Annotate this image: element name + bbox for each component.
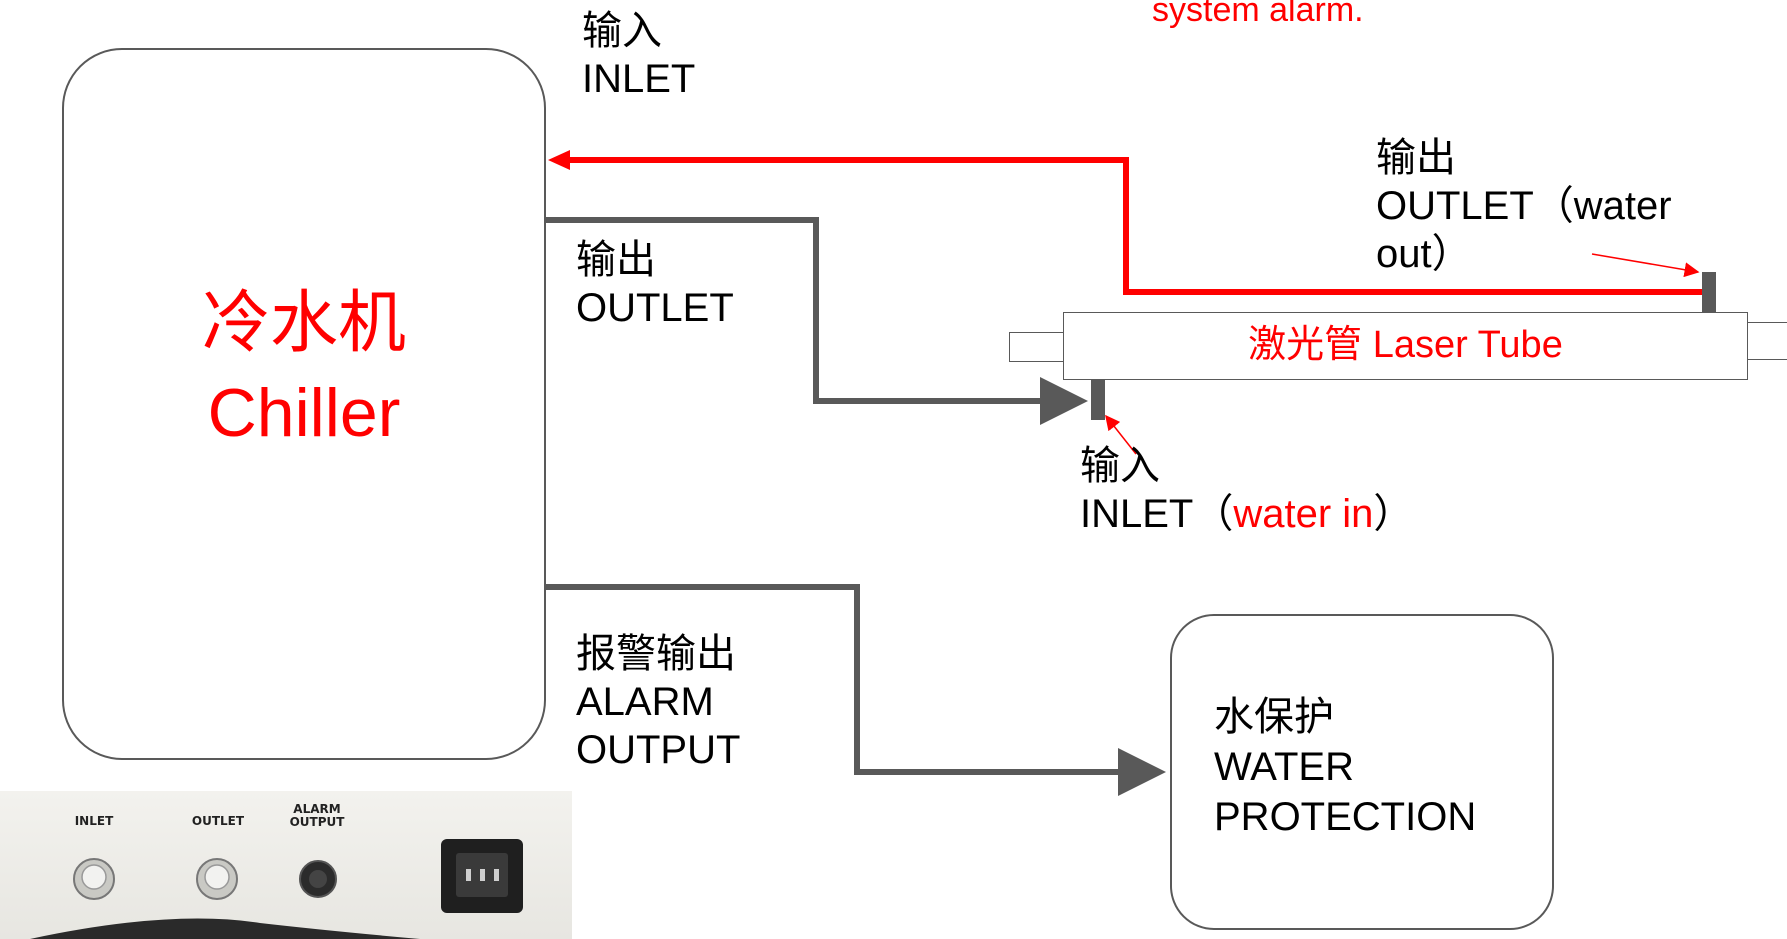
chiller-box [62, 48, 546, 760]
laser-tube-label: 激光管 Laser Tube [1248, 324, 1563, 366]
photo-label-alarm-l1: ALARM [293, 802, 341, 816]
water-protection-l2: PROTECTION [1214, 795, 1477, 839]
fan-grille [30, 918, 420, 939]
chiller-label: 冷水机 Chiller [62, 278, 546, 458]
tube-outlet-cn: 输出 [1376, 136, 1456, 180]
outlet-pointer-line [1591, 253, 1700, 278]
system-alarm-notice: system alarm. [1152, 0, 1364, 29]
power-socket-icon [441, 839, 523, 913]
alarm-connector-icon [299, 860, 337, 898]
panel-graphics [30, 839, 523, 939]
photo-label-inlet: INLET [74, 814, 114, 828]
tube-inlet-port [1091, 380, 1105, 420]
alarm-output-label: 报警输出 ALARM OUTPUT [576, 630, 740, 774]
water-protection-box [1170, 614, 1554, 930]
chiller-inlet-cn: 输入 [582, 9, 662, 53]
chiller-outlet-label: 输出 OUTLET [576, 236, 734, 332]
photo-label-alarm-l2: OUTPUT [289, 815, 345, 829]
alarm-signal-line [546, 584, 1166, 796]
alarm-output-l2: OUTPUT [576, 728, 741, 772]
water-protection-cn: 水保护 [1214, 695, 1334, 739]
alarm-output-l1: ALARM [576, 680, 714, 724]
alarm-output-cn: 报警输出 [576, 632, 736, 676]
tube-inlet-label: 输入 INLET（water in） [1080, 442, 1413, 538]
water-port-icon [196, 858, 238, 900]
laser-tube [1063, 312, 1748, 380]
tube-outlet-l1: OUTLET（water [1376, 184, 1672, 228]
tube-inlet-cn: 输入 [1080, 444, 1160, 488]
water-port-icon [73, 858, 115, 900]
tube-outlet-l2: out） [1376, 232, 1472, 276]
arrow-head-icon [548, 150, 570, 170]
return-water-line [566, 157, 1707, 295]
inlet-pointer-line [1105, 414, 1137, 455]
laser-tube-left-cap [1009, 332, 1065, 362]
photo-label-alarm: ALARM OUTPUT [282, 803, 352, 829]
water-protection-l1: WATER [1214, 745, 1354, 789]
tube-inlet-prefix: INLET（ [1080, 492, 1234, 536]
chiller-outlet-cn: 输出 [576, 238, 656, 282]
tube-inlet-highlight: water in [1233, 492, 1374, 536]
tube-inlet-suffix: ） [1373, 492, 1414, 536]
water-protection-label: 水保护 WATER PROTECTION [1214, 692, 1476, 842]
chiller-inlet-en: INLET [582, 57, 696, 101]
tube-outlet-label: 输出 OUTLET（water out） [1376, 134, 1672, 278]
tube-inlet-en: INLET（water in） [1080, 490, 1413, 538]
tube-outlet-port [1702, 272, 1716, 312]
chiller-label-cn: 冷水机 [201, 285, 406, 361]
chiller-label-en: Chiller [207, 375, 401, 451]
chiller-inlet-label: 输入 INLET [582, 7, 695, 103]
chiller-outlet-en: OUTLET [576, 286, 734, 330]
chiller-back-panel-photo: INLET OUTLET ALARM OUTPUT [0, 791, 572, 939]
supply-water-line [546, 217, 1088, 425]
photo-label-outlet: OUTLET [191, 814, 245, 828]
